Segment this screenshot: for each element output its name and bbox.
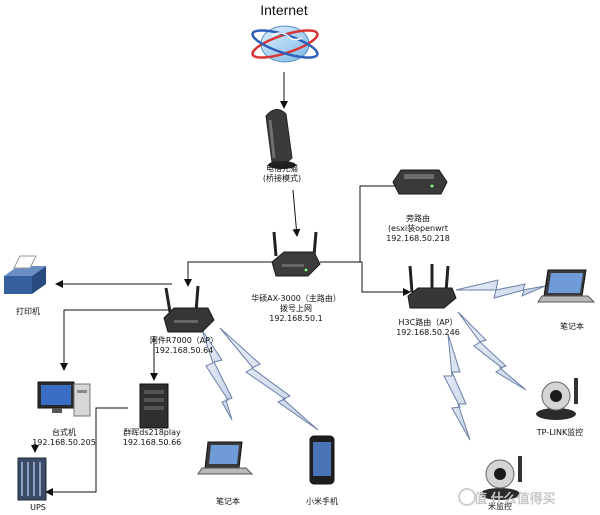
ups-label: UPS xyxy=(30,503,46,512)
desktop-ip: 192.168.50.205 xyxy=(32,438,96,447)
internet-label: Internet xyxy=(260,2,308,18)
desktop-label: 台式机 192.168.50.205 xyxy=(32,428,96,448)
phone-icon xyxy=(309,435,335,485)
nas-server-icon xyxy=(139,383,169,429)
main-router-icon xyxy=(271,231,321,277)
wireless-links xyxy=(201,279,546,441)
r7000-label: 网件R7000（AP） 192.168.50.64 xyxy=(150,336,218,356)
laptop-bottom-label: 笔记本 xyxy=(216,497,240,506)
modem-name: 电信光猫 xyxy=(266,164,298,173)
tplink-camera-label: TP-LINK监控 xyxy=(536,428,584,437)
camera2-label: 米监控 xyxy=(488,502,512,511)
nas-name: 群晖ds218play xyxy=(123,428,181,437)
laptop-right-label: 笔记本 xyxy=(560,322,584,331)
main-router-mode: 拨号上网 xyxy=(280,304,312,313)
main-router-label: 华硕AX-3000（主路由） 拨号上网 192.168.50.1 xyxy=(251,294,341,324)
wifi-bolt-h3c-cam2 xyxy=(443,333,471,441)
desktop-icon xyxy=(37,381,91,417)
h3c-label: H3C路由（AP） 192.168.50.246 xyxy=(396,318,460,338)
nas-ip: 192.168.50.66 xyxy=(122,438,182,447)
wifi-bolt-r7000-laptop xyxy=(201,329,233,421)
wire-main-side xyxy=(320,185,395,263)
side-router-ip: 192.168.50.218 xyxy=(386,234,450,243)
wire-main-r7000 xyxy=(184,261,272,287)
ups-icon xyxy=(17,457,47,501)
side-router-note: (esxi装openwrt xyxy=(387,224,449,233)
wifi-bolt-h3c-cam xyxy=(457,311,527,391)
wire-nas-ups xyxy=(45,407,128,496)
modem-mode: (桥接模式) xyxy=(262,174,302,183)
desktop-name: 台式机 xyxy=(52,428,76,437)
wire-r7000-desktop xyxy=(60,309,172,371)
main-router-name: 华硕AX-3000（主路由） xyxy=(251,294,341,303)
laptop-right-icon xyxy=(537,269,596,303)
laptop-bottom-icon xyxy=(197,441,254,475)
wifi-bolt-h3c-laptop xyxy=(455,279,546,299)
connection-lines xyxy=(31,72,411,496)
h3c-ip: 192.168.50.246 xyxy=(396,328,460,337)
phone-label: 小米手机 xyxy=(306,497,338,506)
globe-icon xyxy=(251,25,319,63)
r7000-ip: 192.168.50.64 xyxy=(154,346,214,355)
wifi-bolt-r7000-phone xyxy=(219,327,319,431)
printer-label: 打印机 xyxy=(16,307,40,316)
r7000-router-icon xyxy=(163,285,215,333)
side-router-icon xyxy=(392,169,448,195)
watermark-icon xyxy=(458,488,476,506)
wire-modem-main xyxy=(292,189,301,237)
tplink-camera-icon xyxy=(536,378,578,420)
modem-icon xyxy=(265,109,296,169)
printer-icon xyxy=(4,255,46,294)
main-router-ip: 192.168.50.1 xyxy=(269,314,323,323)
wire-main-h3c xyxy=(320,261,411,296)
h3c-router-icon xyxy=(407,264,457,309)
side-router-name: 旁路由 xyxy=(406,214,430,223)
side-router-label: 旁路由 (esxi装openwrt 192.168.50.218 xyxy=(386,214,450,244)
nas-label: 群晖ds218play 192.168.50.66 xyxy=(123,428,182,448)
r7000-name: 网件R7000（AP） xyxy=(149,336,219,345)
modem-label: 电信光猫 (桥接模式) xyxy=(263,164,301,184)
watermark-text: 值 什么值得买 xyxy=(474,491,556,506)
h3c-name: H3C路由（AP） xyxy=(398,318,458,327)
camera2-icon xyxy=(480,456,522,500)
